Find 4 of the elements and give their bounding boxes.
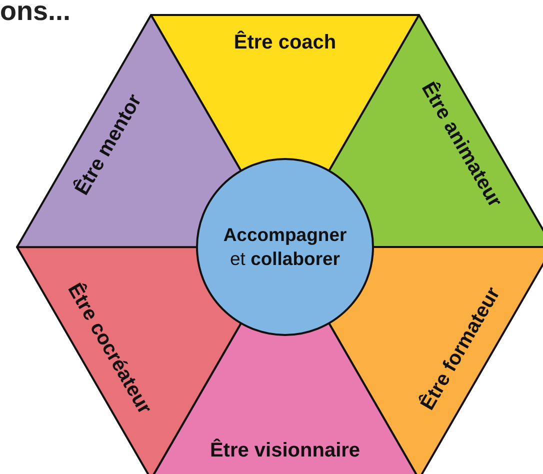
segment-label: Être coach (234, 32, 336, 55)
heading-text: ons... (0, 0, 71, 27)
segment-label: Être visionnaire (210, 439, 360, 462)
center-label: Accompagner et collaborer (222, 222, 348, 271)
